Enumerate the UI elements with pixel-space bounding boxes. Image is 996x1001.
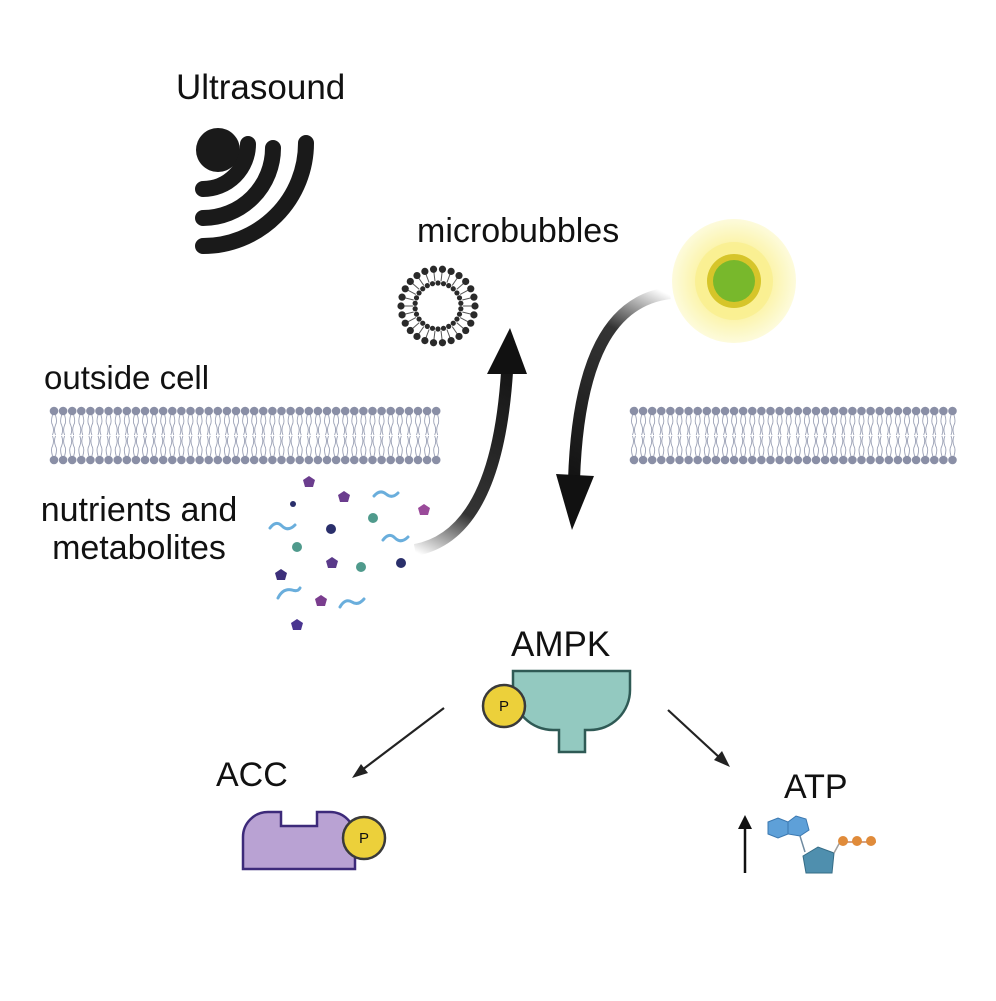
atp-molecule-icon xyxy=(767,815,876,874)
acc-label: ACC xyxy=(216,756,288,794)
ultrasound-label: Ultrasound xyxy=(176,68,346,107)
acc-protein-icon: P xyxy=(241,810,387,871)
arrow-release-up xyxy=(413,328,527,556)
svg-text:P: P xyxy=(359,830,369,847)
microbubbles-label: microbubbles xyxy=(417,212,620,250)
cell-membrane-right xyxy=(629,406,957,465)
atp-increase-arrow-icon xyxy=(738,815,752,873)
arrow-ampk-to-atp xyxy=(667,709,730,767)
acc-phosphate-icon: P xyxy=(341,815,387,861)
cell-membrane-left xyxy=(49,406,441,465)
outside-cell-label: outside cell xyxy=(44,359,210,396)
glowing-bubble-icon xyxy=(672,219,796,343)
nutrients-metabolites-label: nutrients and metabolites xyxy=(40,491,238,567)
atp-label: ATP xyxy=(784,768,848,806)
arrow-ampk-to-acc xyxy=(352,707,445,778)
ampk-protein-icon: P xyxy=(481,669,632,754)
ultrasound-waves-icon xyxy=(195,128,314,254)
arrow-entry-down xyxy=(556,287,671,530)
nutrient-particles xyxy=(268,476,430,630)
ampk-phosphate-icon: P xyxy=(481,683,527,729)
microbubble-icon xyxy=(397,265,479,347)
svg-text:P: P xyxy=(499,698,509,715)
ampk-label: AMPK xyxy=(511,625,611,664)
